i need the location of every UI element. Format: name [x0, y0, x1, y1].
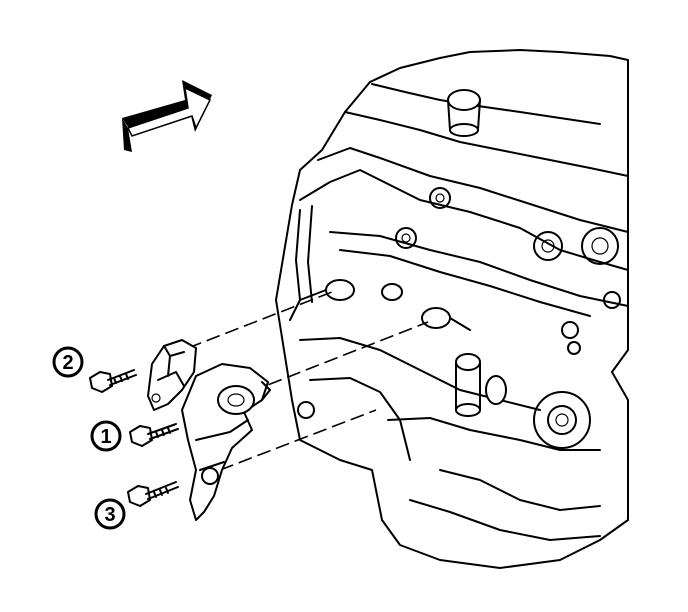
upper-bracket [147, 339, 197, 411]
alignment-lines [187, 291, 429, 471]
bolt-2 [89, 369, 137, 393]
callout-1-label: 1 [100, 426, 111, 448]
callout-2: 2 [52, 346, 84, 378]
callout-3: 3 [94, 498, 126, 530]
mount-bracket [181, 363, 271, 521]
callout-2-label: 2 [62, 352, 73, 374]
transaxle-housing [275, 49, 629, 569]
callout-3-label: 3 [104, 504, 115, 526]
bolt-1 [129, 423, 179, 447]
callout-1: 1 [90, 420, 122, 452]
direction-arrow-icon [122, 80, 212, 152]
bolt-3 [127, 481, 179, 507]
